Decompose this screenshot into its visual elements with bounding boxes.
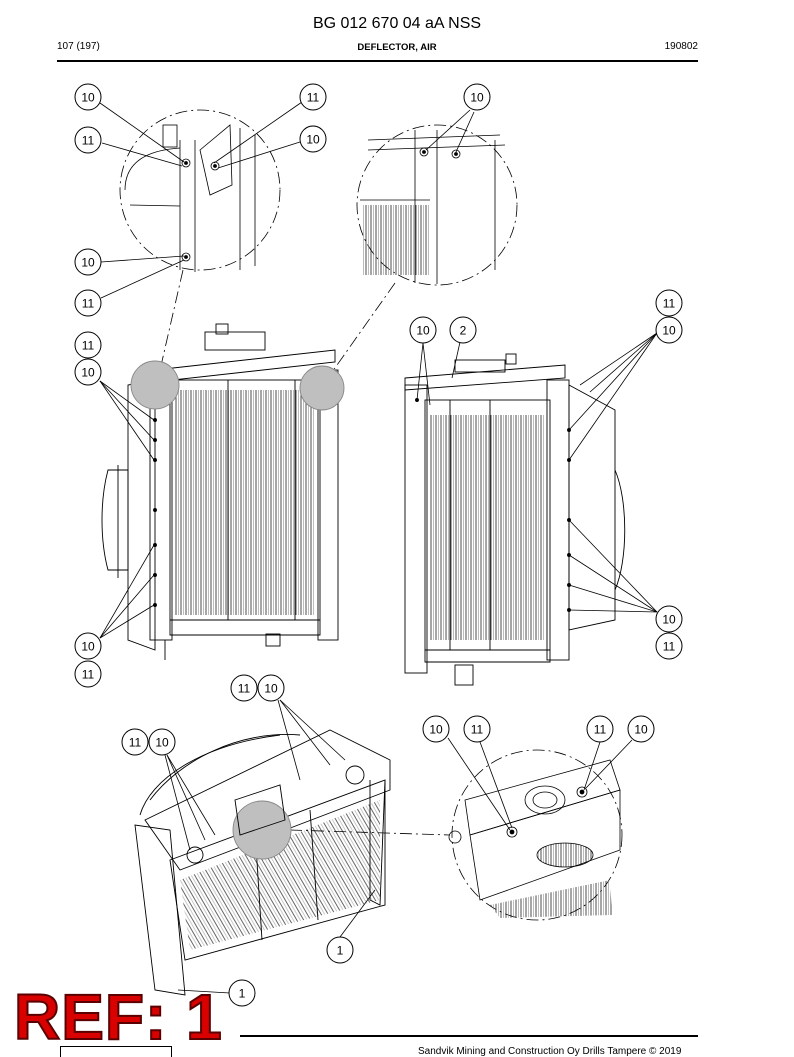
callout-bubble: 10: [148, 728, 176, 756]
callout-label: 10: [416, 324, 430, 338]
callout-label: 10: [81, 256, 95, 270]
footer-rule: [240, 1035, 698, 1037]
callout-bubble: 10: [655, 316, 683, 344]
callout-bubble: 11: [74, 331, 102, 359]
callout-bubble: 10: [74, 358, 102, 386]
callout-label: 11: [238, 682, 251, 696]
callouts: 10 11 11 10 10 11 10 11 10 10 11 10 2 11…: [74, 83, 683, 1007]
callout-label: 11: [129, 736, 142, 750]
callout-bubble: 11: [655, 632, 683, 660]
reference-stamp: REF: 1: [13, 981, 223, 1053]
callout-bubble: 1: [326, 936, 354, 964]
callout-bubble: 10: [74, 83, 102, 111]
section-title: DEFLECTOR, AIR: [357, 42, 437, 53]
callout-label: 10: [662, 324, 676, 338]
callout-bubble: 11: [74, 126, 102, 154]
radiator-view-isometric: [134, 729, 391, 996]
header-rule: [57, 60, 698, 62]
callout-label: 11: [594, 723, 607, 737]
callout-bubble: 11: [586, 715, 614, 743]
callout-label: 10: [264, 682, 278, 696]
callout-label: 10: [470, 91, 484, 105]
callout-label: 10: [429, 723, 443, 737]
callout-label: 11: [82, 297, 95, 311]
callout-label: 10: [81, 366, 95, 380]
detail-view-top-left: [119, 109, 281, 272]
callout-label: 2: [460, 324, 467, 338]
callout-bubble: 10: [463, 83, 491, 111]
callout-label: 10: [81, 91, 95, 105]
callout-label: 10: [155, 736, 169, 750]
callout-bubble: 11: [299, 83, 327, 111]
callout-bubble: 2: [449, 316, 477, 344]
document-title: BG 012 670 04 aA NSS: [312, 15, 482, 32]
detail-view-top-middle: [356, 124, 518, 286]
callout-leader-lines: [99, 101, 658, 994]
callout-bubble: 10: [257, 674, 285, 702]
callout-label: 11: [663, 640, 676, 654]
detail-view-bottom-right: [448, 749, 623, 921]
callout-label: 10: [662, 613, 676, 627]
callout-label: 10: [81, 640, 95, 654]
callout-bubble: 11: [74, 289, 102, 317]
callout-bubble: 10: [299, 125, 327, 153]
footer-copyright: Sandvik Mining and Construction Oy Drill…: [418, 1046, 682, 1057]
callout-label: 1: [337, 944, 344, 958]
callout-bubble: 10: [74, 248, 102, 276]
callout-bubble: 10: [409, 316, 437, 344]
callout-label: 11: [82, 339, 95, 353]
callout-bubble: 11: [230, 674, 258, 702]
callout-bubble: 11: [74, 660, 102, 688]
callout-bubble: 10: [74, 632, 102, 660]
callout-bubble: 11: [655, 289, 683, 317]
callout-bubble: 11: [463, 715, 491, 743]
radiator-view-front-right: [404, 353, 626, 686]
callout-label: 11: [82, 668, 95, 682]
radiator-view-front-left: [101, 323, 345, 660]
callout-bubble: 10: [627, 715, 655, 743]
callout-bubble: 10: [422, 715, 450, 743]
callout-label: 11: [82, 134, 95, 148]
page-number: 107 (197): [57, 41, 100, 52]
callout-label: 10: [306, 133, 320, 147]
callout-label: 11: [471, 723, 484, 737]
callout-label: 1: [239, 987, 246, 1001]
callout-bubble: 1: [228, 979, 256, 1007]
callout-label: 10: [634, 723, 648, 737]
company-logo: [60, 1046, 172, 1057]
revision-number: 190802: [664, 41, 698, 52]
callout-label: 11: [663, 297, 676, 311]
callout-bubble: 10: [655, 605, 683, 633]
callout-bubble: 11: [121, 728, 149, 756]
callout-label: 11: [307, 91, 320, 105]
